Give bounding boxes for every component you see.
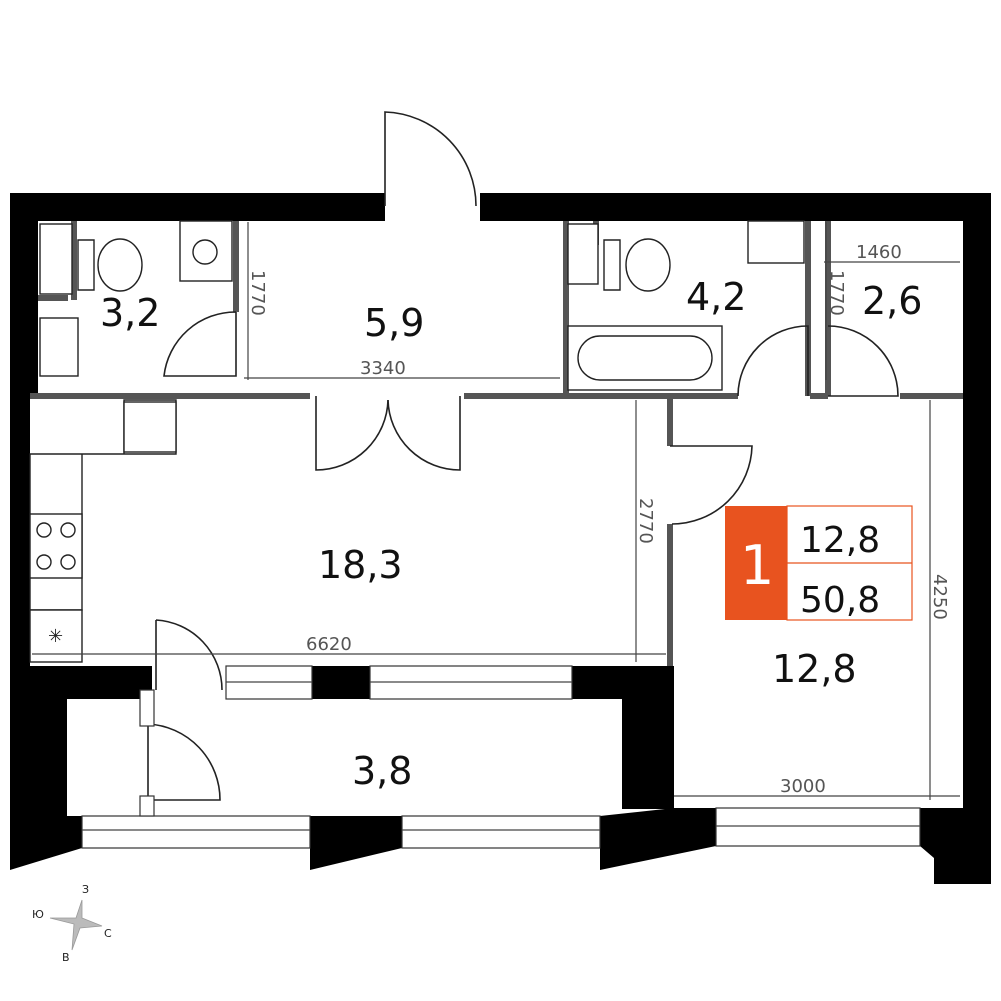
apartment-summary-badge: 1 12,8 50,8 xyxy=(725,505,913,621)
stove-symbol-icon: ✳ xyxy=(48,626,63,647)
kitchen-fixtures xyxy=(29,399,177,663)
compass-rose: З Ю С В xyxy=(32,883,112,964)
room-area-balcony: 3,8 xyxy=(352,749,412,793)
compass-east-label: С xyxy=(104,927,112,940)
windows xyxy=(81,665,921,849)
bathroom2-fixtures xyxy=(567,220,805,391)
bathroom1-fixtures xyxy=(39,220,233,377)
room-area-bedroom: 12,8 xyxy=(772,647,857,691)
compass-south-label: В xyxy=(62,951,70,964)
living-area-value: 12,8 xyxy=(800,520,880,561)
room-area-hallway: 5,9 xyxy=(364,301,424,345)
compass-star-icon xyxy=(49,899,103,951)
exterior-walls xyxy=(10,193,991,884)
doors xyxy=(147,111,899,801)
dimension-label-4250: 4250 xyxy=(929,574,950,620)
total-area-value: 50,8 xyxy=(800,580,880,621)
dimension-lines xyxy=(32,222,960,800)
dimension-label-3000: 3000 xyxy=(780,776,826,797)
compass-west-label: Ю xyxy=(32,908,44,921)
dimension-label-2770: 2770 xyxy=(635,498,656,544)
dimension-label-6620: 6620 xyxy=(306,634,352,655)
room-area-bathroom-2: 4,2 xyxy=(686,275,746,319)
rooms-count: 1 xyxy=(740,534,774,597)
dimension-label-1770-right: 1770 xyxy=(826,270,847,316)
room-area-bathroom-1: 3,2 xyxy=(100,291,160,335)
room-area-kitchen-living: 18,3 xyxy=(318,543,403,587)
dimension-label-3340: 3340 xyxy=(360,358,406,379)
rooms-count-badge xyxy=(725,506,787,620)
room-area-closet: 2,6 xyxy=(862,279,922,323)
dimension-label-1770-left: 1770 xyxy=(247,270,268,316)
dimension-label-1460: 1460 xyxy=(856,242,902,263)
interior-partitions xyxy=(30,221,963,666)
compass-north-label: З xyxy=(82,883,89,896)
